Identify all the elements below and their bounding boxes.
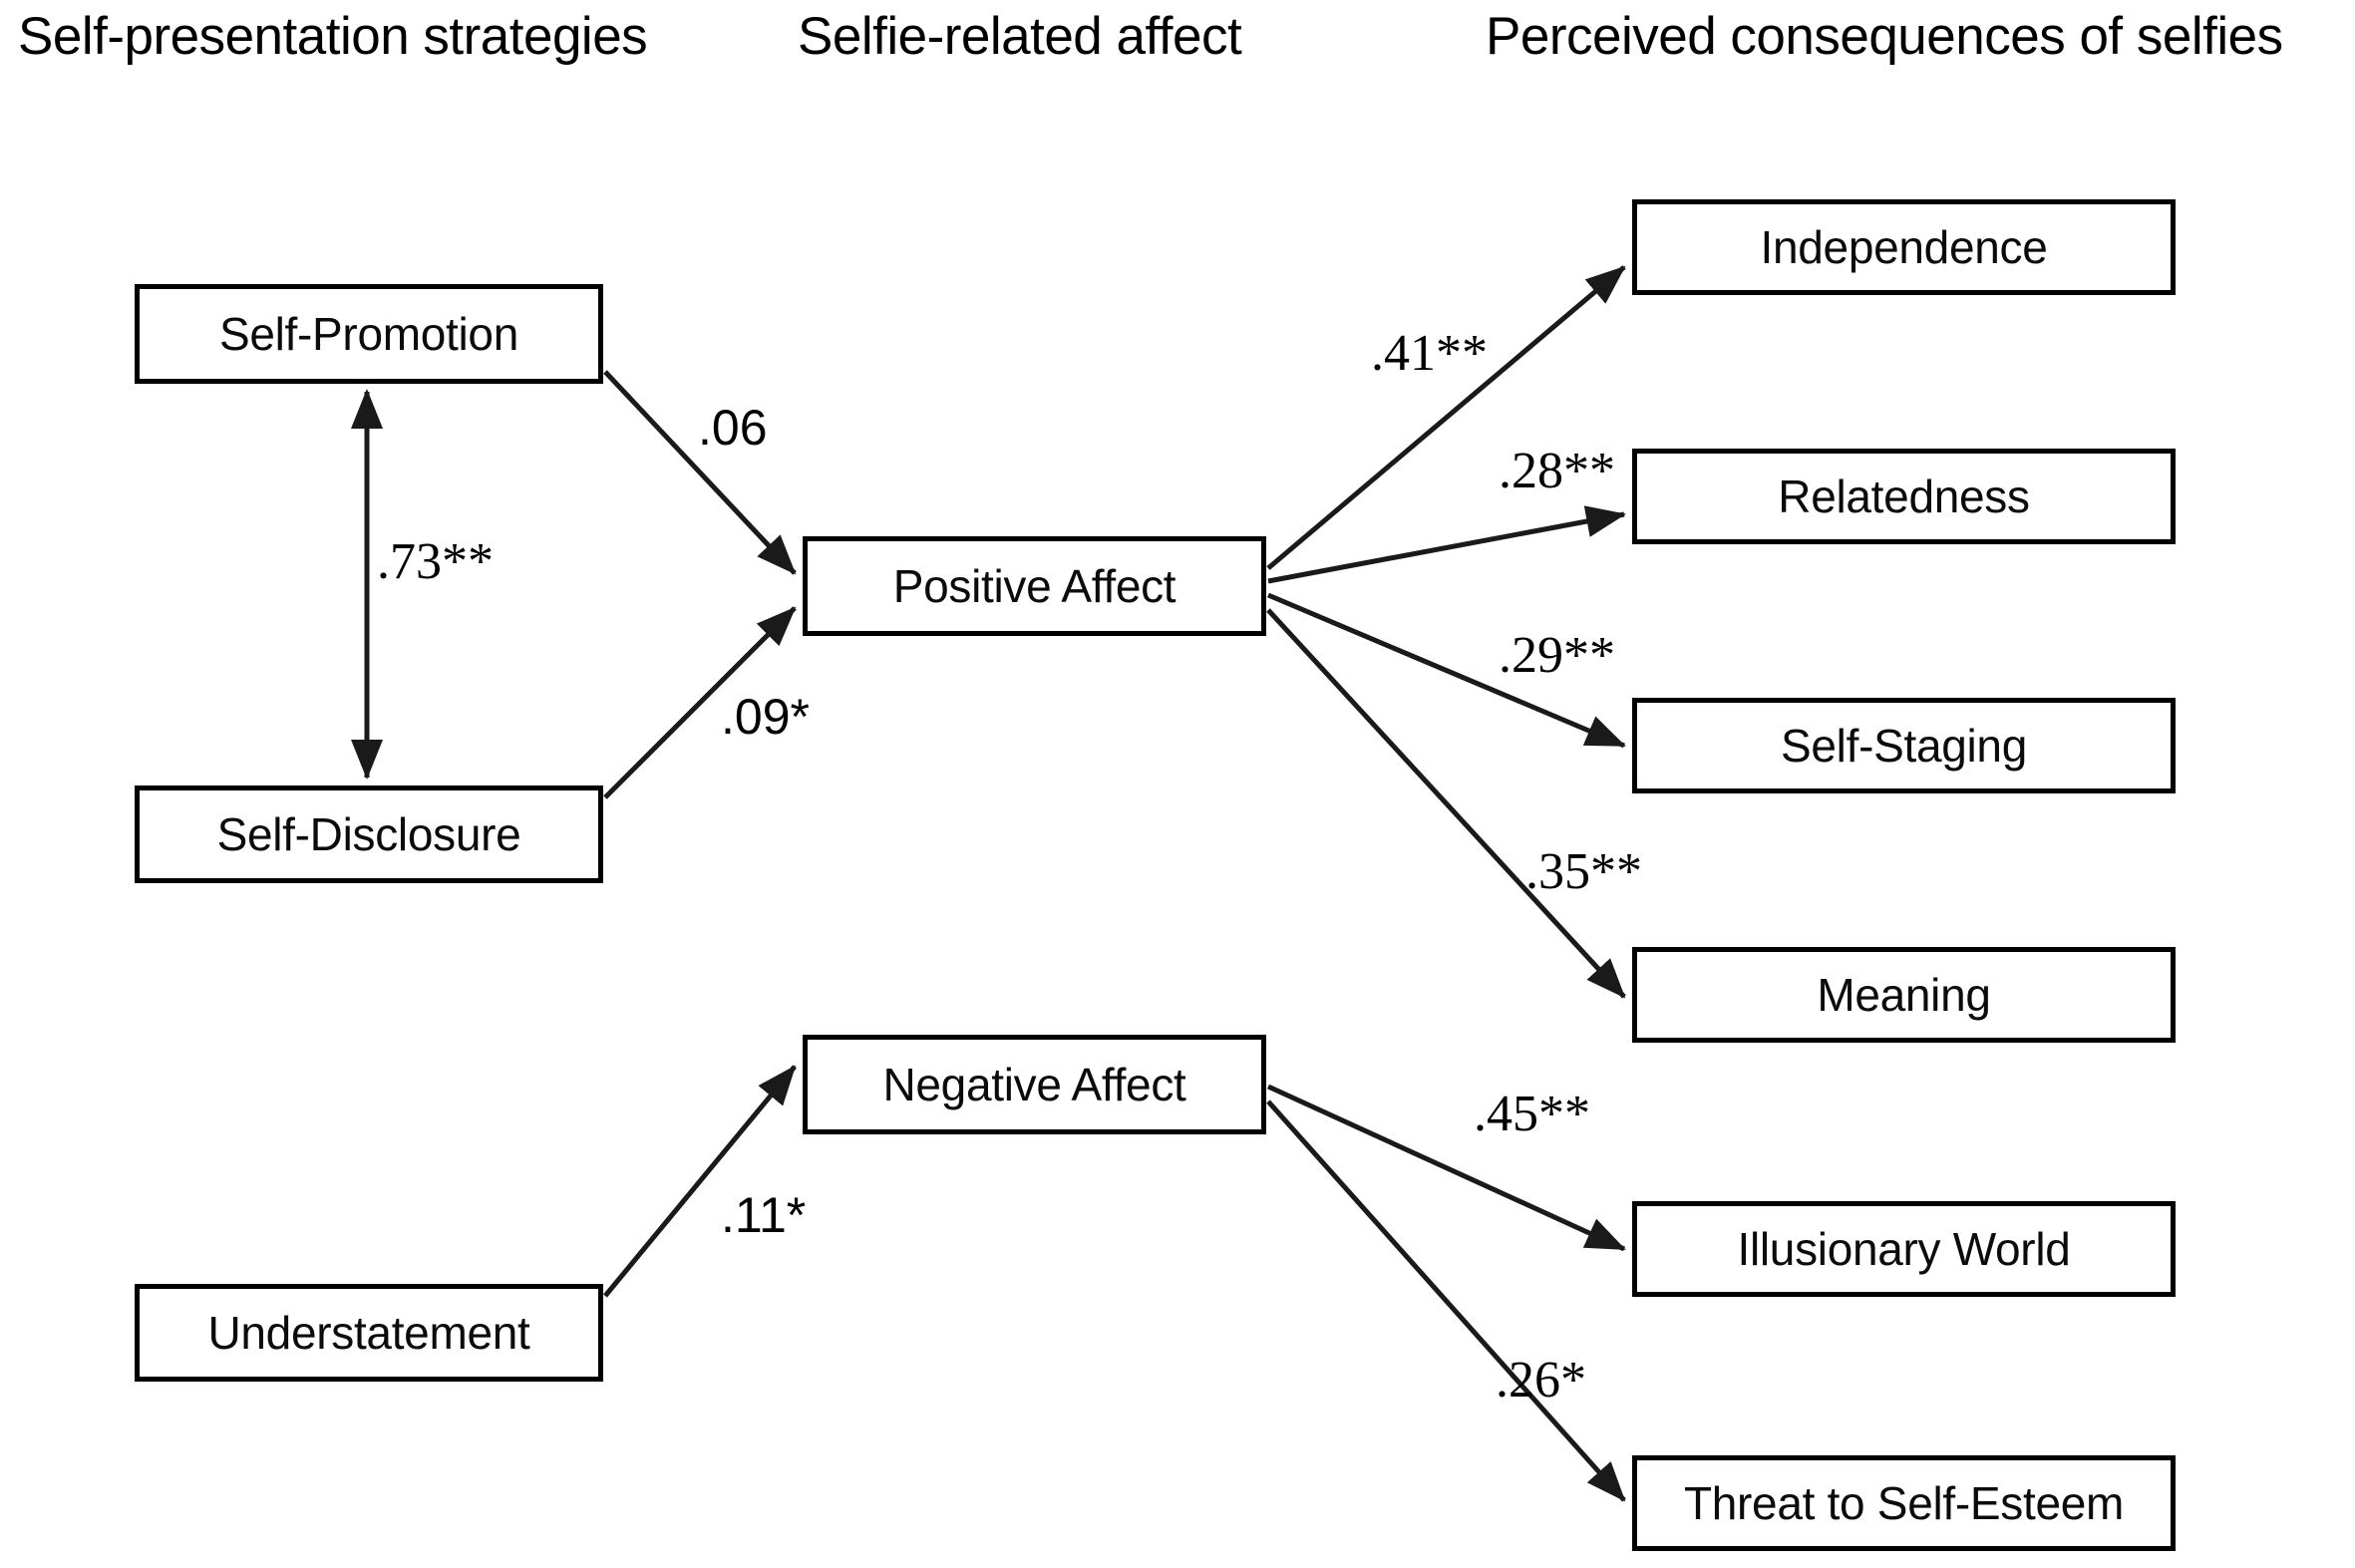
node-label-threat-to-self-esteem: Threat to Self-Esteem bbox=[1683, 1477, 2125, 1529]
edge-line-positive-independence bbox=[1266, 265, 1626, 570]
column-header-perceived-consequences-of-selfies: Perceived consequences of selfies bbox=[1486, 7, 2283, 66]
node-self-staging[interactable]: Self-Staging bbox=[1632, 698, 2176, 793]
edge-label-positive-meaning: .35** bbox=[1525, 843, 1642, 900]
node-label-illusionary-world: Illusionary World bbox=[1737, 1223, 2071, 1275]
node-label-relatedness: Relatedness bbox=[1778, 470, 2030, 522]
node-label-self-disclosure: Self-Disclosure bbox=[216, 808, 521, 860]
node-understatement[interactable]: Understatement bbox=[135, 1284, 603, 1382]
node-independence[interactable]: Independence bbox=[1632, 199, 2176, 295]
edge-label-positive-relatedness: .28** bbox=[1499, 443, 1615, 499]
node-meaning[interactable]: Meaning bbox=[1632, 947, 2176, 1043]
node-self-promotion[interactable]: Self-Promotion bbox=[135, 284, 603, 384]
edge-line-positive-relatedness bbox=[1267, 505, 1626, 584]
node-label-independence: Independence bbox=[1760, 221, 2048, 273]
node-label-meaning: Meaning bbox=[1817, 969, 1991, 1021]
node-threat-to-self-esteem[interactable]: Threat to Self-Esteem bbox=[1632, 1455, 2176, 1551]
edge-line-understatement-negative bbox=[603, 1065, 797, 1298]
column-header-self-presentation-strategies: Self-presentation strategies bbox=[18, 7, 648, 66]
edge-line-negative-threat bbox=[1266, 1099, 1626, 1502]
node-positive-affect[interactable]: Positive Affect bbox=[803, 536, 1266, 636]
node-label-understatement: Understatement bbox=[207, 1307, 530, 1359]
edge-label-promotion-disclosure: .73** bbox=[377, 533, 494, 590]
node-label-self-promotion: Self-Promotion bbox=[218, 308, 519, 360]
node-label-negative-affect: Negative Affect bbox=[882, 1059, 1186, 1110]
node-label-self-staging: Self-Staging bbox=[1781, 720, 2027, 772]
node-relatedness[interactable]: Relatedness bbox=[1632, 449, 2176, 544]
column-header-selfie-related-affect: Selfie-related affect bbox=[798, 7, 1242, 66]
node-illusionary-world[interactable]: Illusionary World bbox=[1632, 1201, 2176, 1297]
edge-label-positive-selfstaging: .29** bbox=[1499, 627, 1615, 684]
edge-label-positive-independence: .41** bbox=[1371, 325, 1488, 382]
edge-label-disclosure-positive: .09* bbox=[721, 689, 810, 745]
edge-label-understatement-negative: .11* bbox=[721, 1187, 807, 1243]
edge-label-negative-illusionary: .45** bbox=[1474, 1086, 1590, 1142]
node-label-positive-affect: Positive Affect bbox=[892, 560, 1177, 612]
edge-label-promotion-positive: .06 bbox=[698, 400, 768, 456]
node-negative-affect[interactable]: Negative Affect bbox=[803, 1035, 1266, 1134]
node-self-disclosure[interactable]: Self-Disclosure bbox=[135, 785, 603, 883]
edge-label-negative-threat: .26* bbox=[1496, 1352, 1586, 1409]
